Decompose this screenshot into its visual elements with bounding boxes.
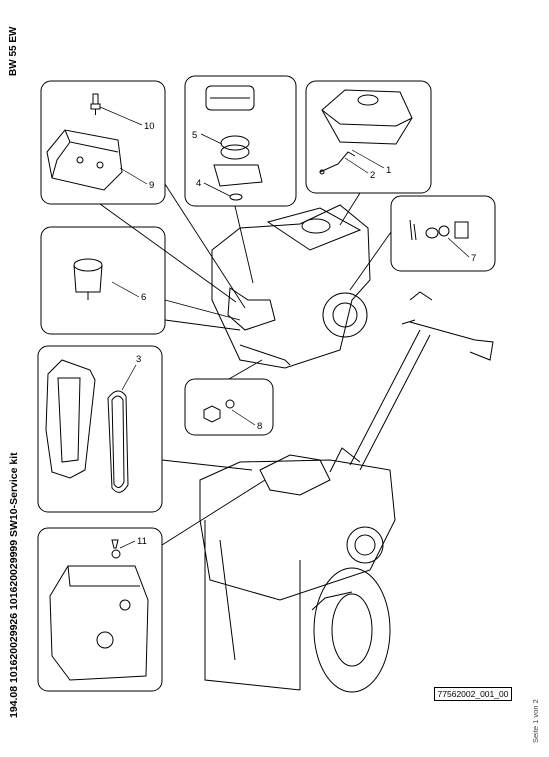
detail-box-9-10	[40, 80, 166, 205]
roller-machine	[199, 447, 396, 693]
v-belt-part	[107, 390, 129, 493]
leader-lines	[99, 183, 392, 546]
callout-5: 5	[192, 130, 197, 141]
detail-box-7	[390, 195, 496, 272]
fuel-filter-part	[73, 258, 103, 300]
spark-plug-part	[90, 93, 101, 115]
callout-4: 4	[196, 178, 201, 189]
callout-7: 7	[471, 253, 476, 264]
callout-leaders	[99, 106, 470, 549]
drain-screw-part	[203, 399, 235, 423]
detail-box-4-5	[184, 75, 297, 207]
air-filter-element-part	[213, 135, 263, 187]
callout-10: 10	[144, 121, 155, 132]
detail-box-6	[40, 226, 166, 335]
gearbox-housing-part	[49, 539, 149, 681]
callout-1: 1	[386, 165, 391, 176]
gasket-part	[229, 193, 243, 201]
callout-11: 11	[137, 536, 147, 547]
belt-guard-part	[45, 359, 96, 479]
cylinder-head-cover-part	[46, 129, 123, 191]
detail-box-11	[37, 527, 163, 692]
fuel-line-part	[319, 151, 356, 175]
drawing-number: 77562002_001_00	[434, 687, 512, 701]
detail-box-1-2	[305, 80, 432, 194]
callout-3: 3	[136, 354, 141, 365]
air-filter-cover-part	[205, 85, 255, 111]
callout-9: 9	[149, 180, 154, 191]
engine-assembly	[211, 204, 371, 369]
fuel-valve-part	[409, 219, 469, 241]
fuel-tank-part	[321, 89, 413, 145]
detail-box-3	[37, 345, 163, 513]
callout-8: 8	[257, 421, 262, 432]
callout-6: 6	[141, 292, 146, 303]
handle-bar	[349, 291, 494, 471]
callout-2: 2	[370, 170, 375, 181]
